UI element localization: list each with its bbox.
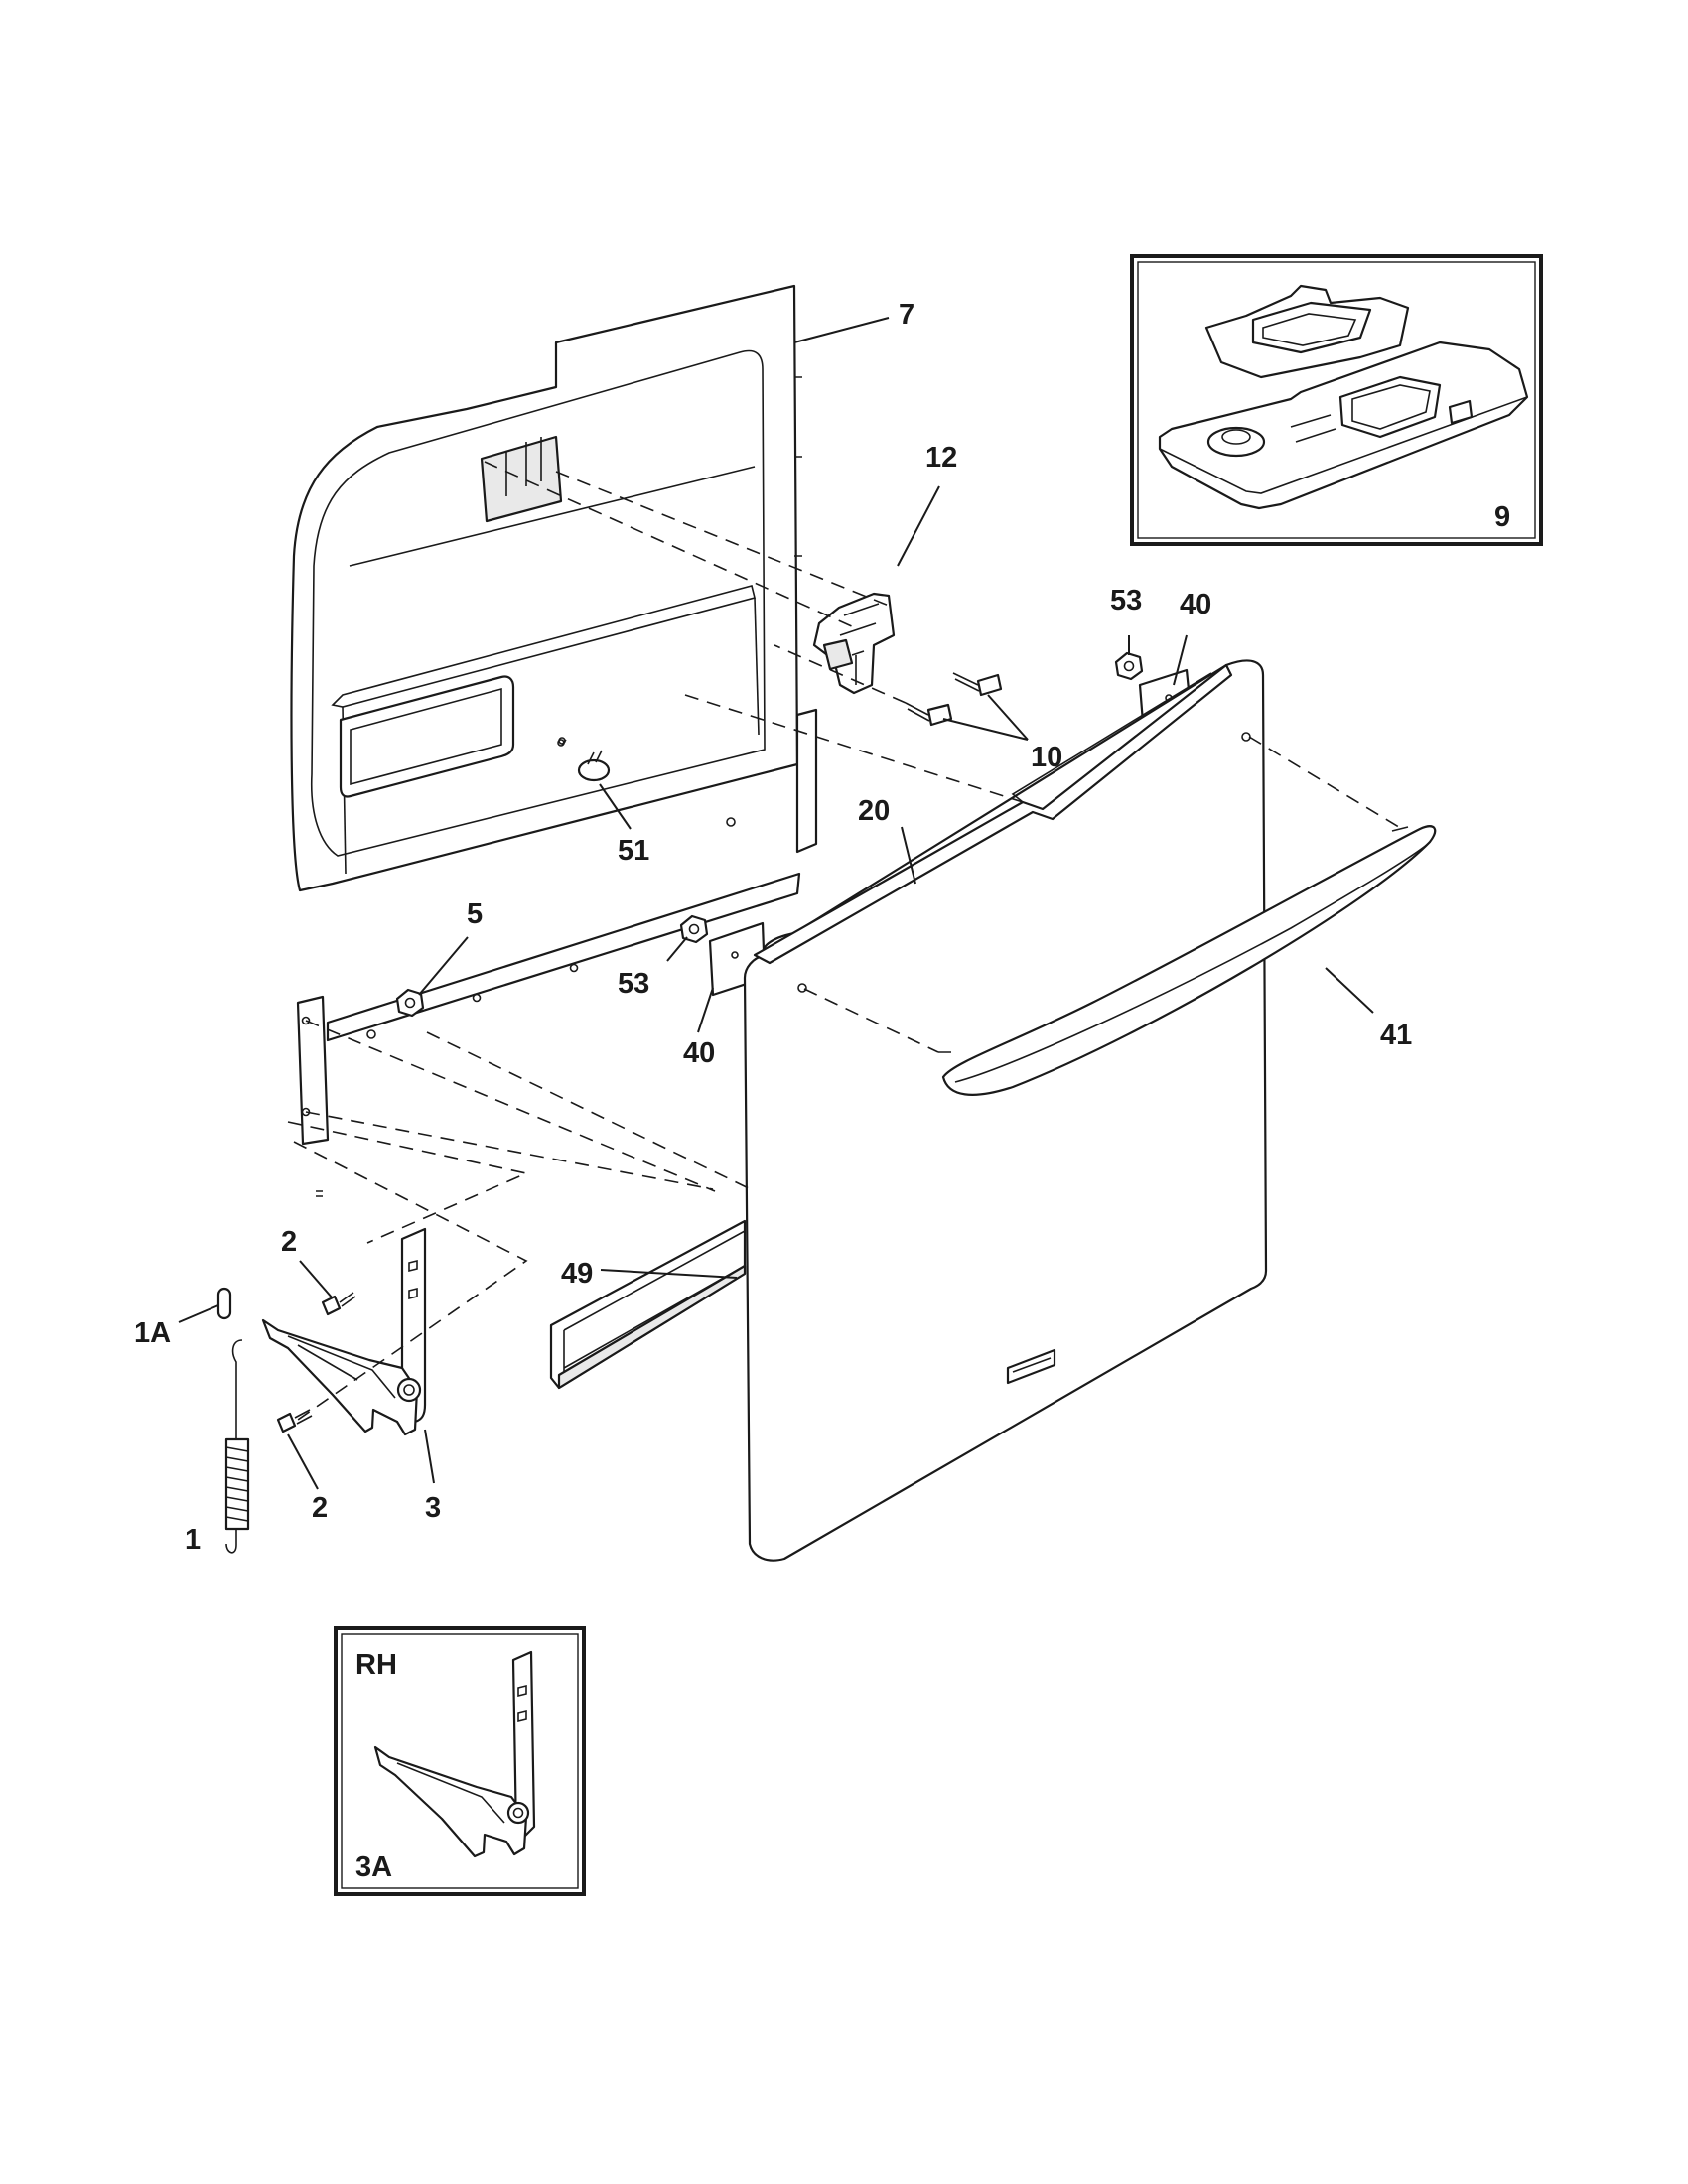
- callout-RH: RH: [355, 1649, 397, 1681]
- callout-41: 41: [1380, 1020, 1412, 1051]
- callout-12: 12: [925, 442, 957, 474]
- lower-seal-strip: [549, 1219, 747, 1390]
- callout-40-middle: 40: [683, 1037, 715, 1069]
- outer-door-panel: [743, 659, 1268, 1562]
- nut-top-right: [1114, 651, 1144, 681]
- callout-2-upper: 2: [281, 1226, 297, 1258]
- callout-40-top: 40: [1180, 589, 1211, 620]
- door-latch: [812, 592, 896, 695]
- nut-left: [395, 988, 425, 1018]
- nut-middle: [679, 914, 709, 944]
- callout-51: 51: [618, 835, 649, 867]
- callout-49: 49: [561, 1258, 593, 1290]
- callout-labels: 7 12 9 53 40 10 51 20 5 53 40 41 2 49 1A…: [134, 299, 1510, 1883]
- assembly-guide-lines: [287, 461, 1403, 1421]
- callout-5: 5: [467, 898, 483, 930]
- dispenser-inset: [1130, 254, 1543, 546]
- latch-screws: [905, 672, 1003, 727]
- callout-3A: 3A: [355, 1851, 392, 1883]
- rh-hinge-inset: [334, 1626, 586, 1896]
- callout-3: 3: [425, 1492, 441, 1524]
- callout-1A: 1A: [134, 1317, 171, 1349]
- callout-10: 10: [1031, 742, 1062, 773]
- callout-1: 1: [185, 1524, 201, 1556]
- inner-door-panel: [290, 284, 818, 1197]
- door-pin: [558, 737, 611, 782]
- door-spring: [224, 1339, 250, 1554]
- callout-7: 7: [899, 299, 914, 331]
- hinge-screw-upper: [321, 1292, 356, 1316]
- door-handle: [938, 825, 1437, 1096]
- callout-53-top: 53: [1110, 585, 1142, 616]
- callout-2-lower: 2: [312, 1492, 328, 1524]
- cable-clip: [216, 1287, 232, 1320]
- door-hinge: [261, 1227, 427, 1436]
- callout-9: 9: [1494, 501, 1510, 533]
- callout-20: 20: [858, 795, 890, 827]
- hinge-screw-lower: [276, 1409, 313, 1433]
- callout-53-middle: 53: [618, 968, 649, 1000]
- leader-lines: [178, 317, 1374, 1490]
